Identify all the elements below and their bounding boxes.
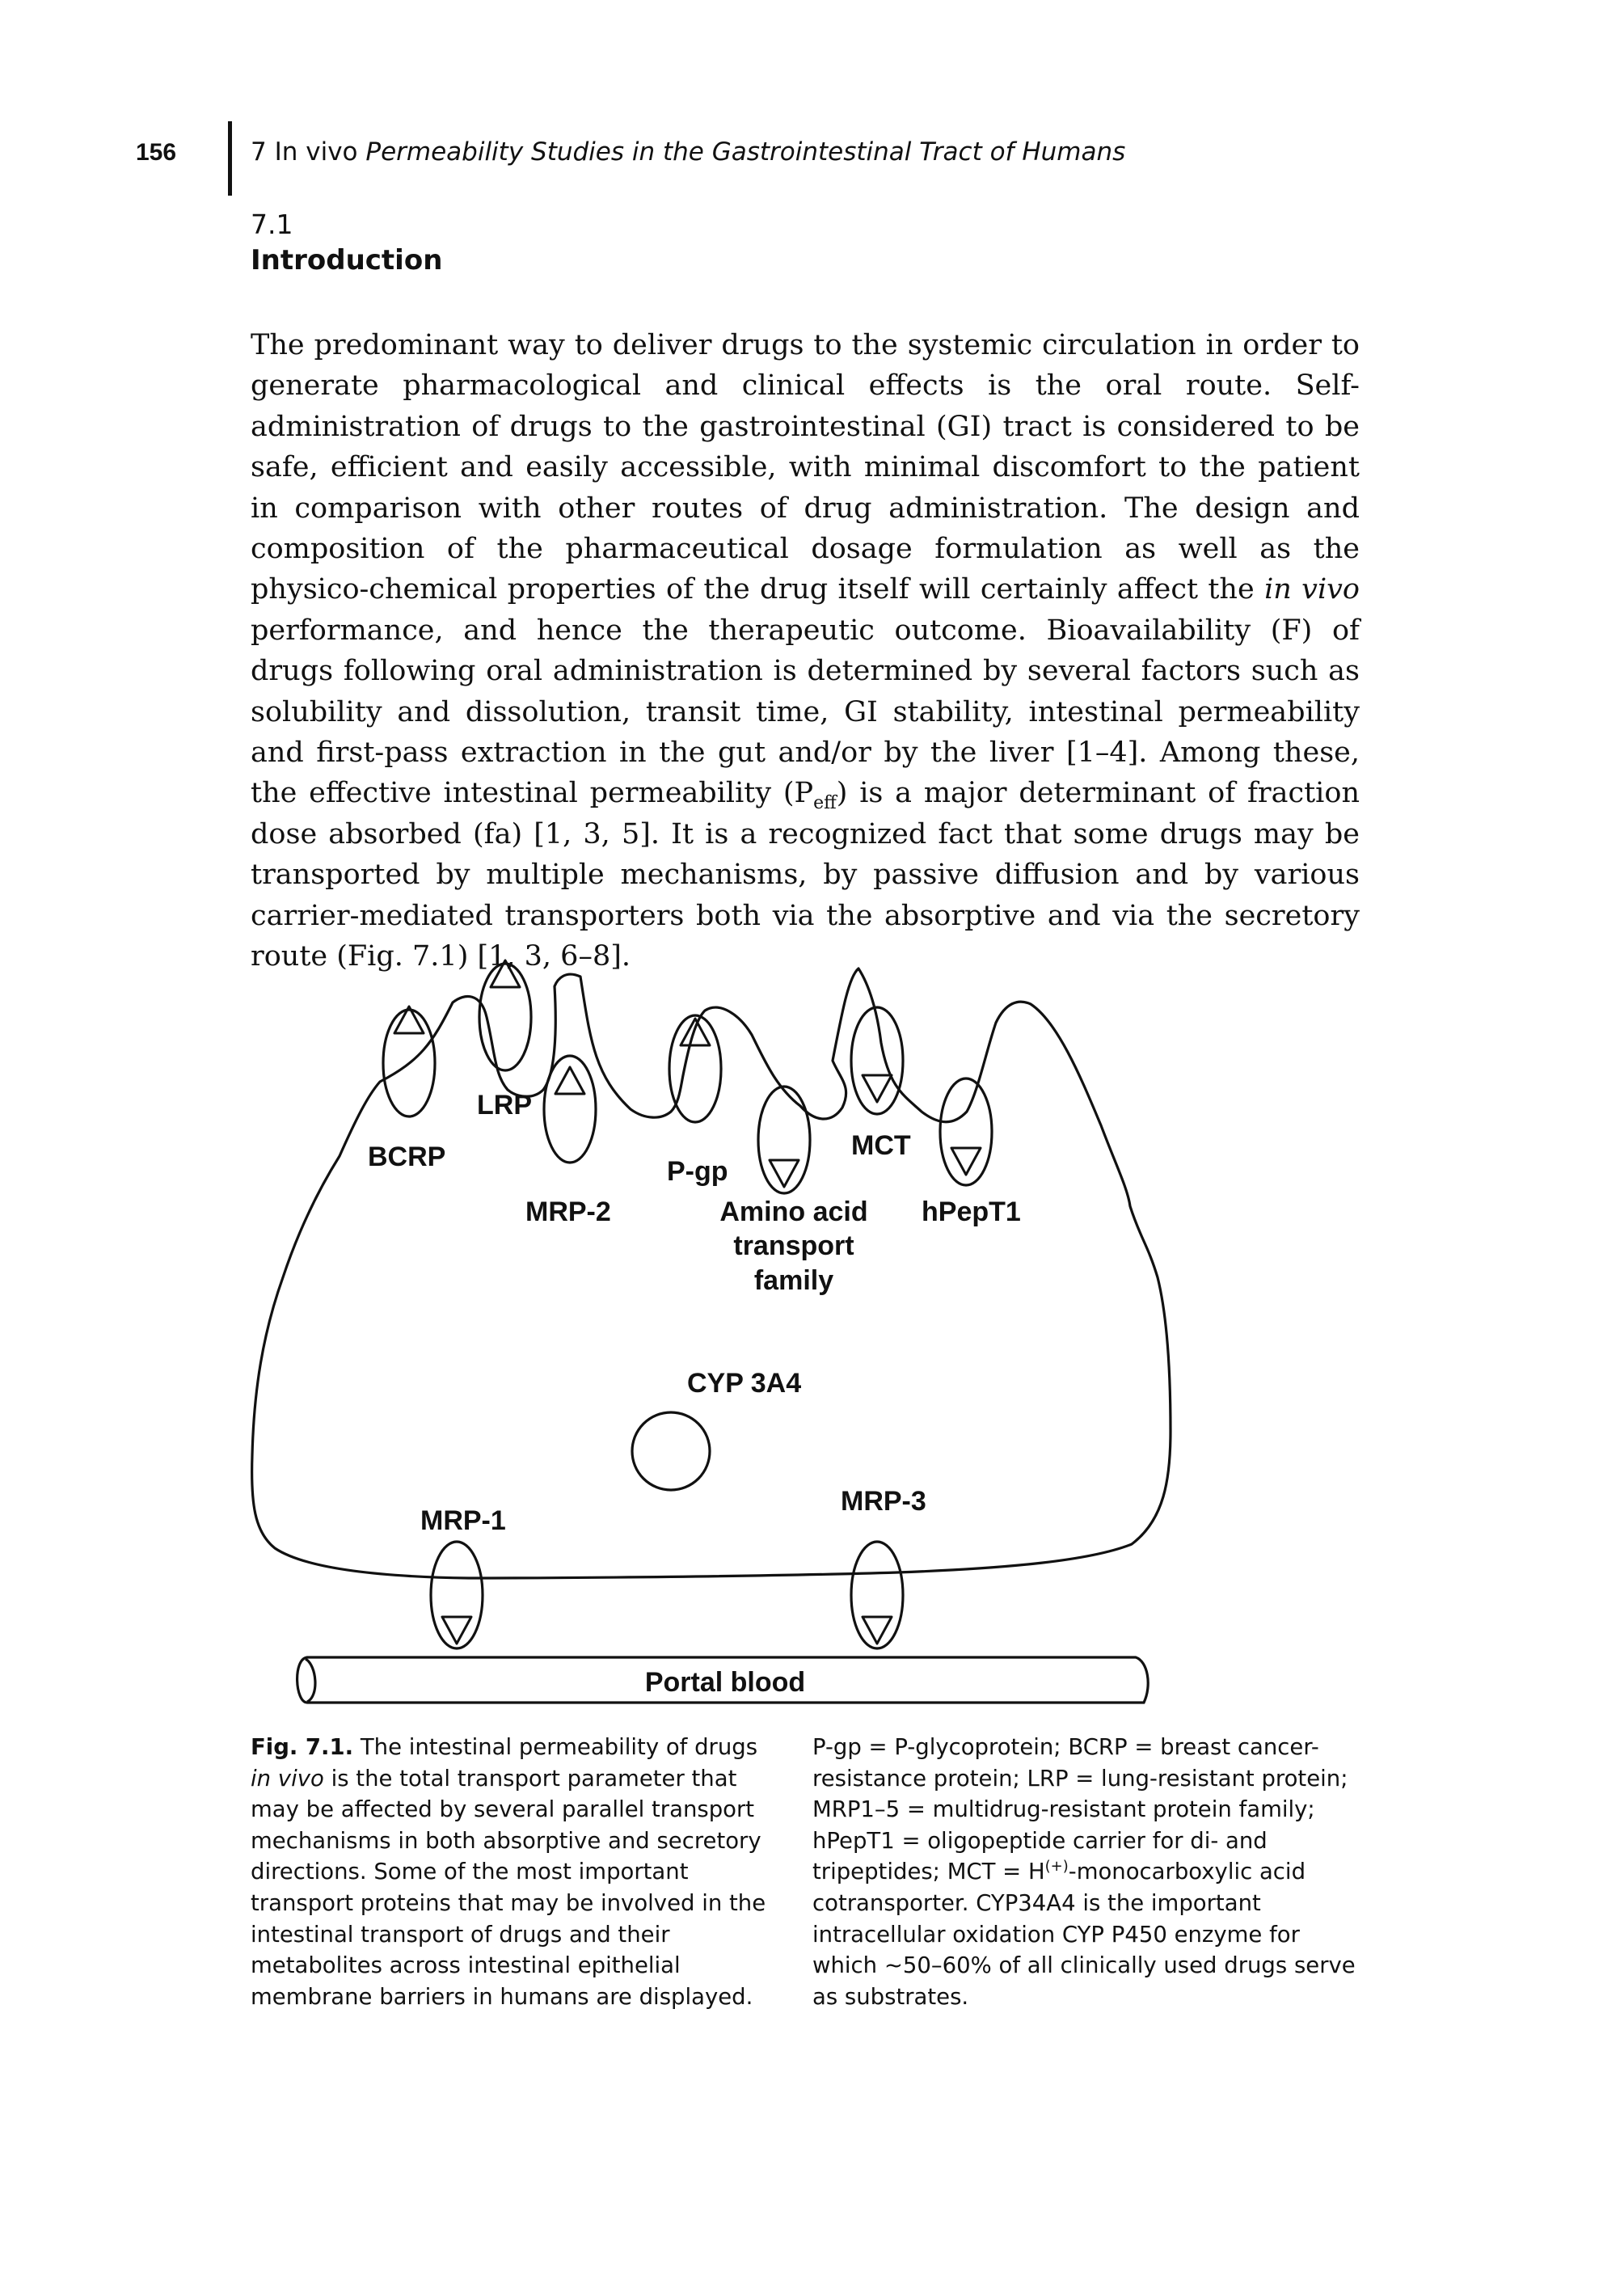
body-italic-in-vivo: in vivo bbox=[1264, 573, 1360, 606]
page-number: 156 bbox=[136, 139, 177, 166]
label-hpept1: hPepT1 bbox=[922, 1197, 1021, 1227]
section-title: Introduction bbox=[251, 244, 443, 276]
transporter-hpept1 bbox=[939, 1077, 993, 1187]
portal-blood-vessel bbox=[296, 1656, 1149, 1704]
caption-right: P-gp = P-glycoprotein; BCRP = breast can… bbox=[812, 1732, 1362, 2012]
label-mrp1: MRP-1 bbox=[420, 1505, 506, 1536]
transporter-pgp bbox=[668, 1014, 723, 1124]
caption-italic-in-vivo: in vivo bbox=[251, 1765, 324, 1792]
label-mct: MCT bbox=[851, 1130, 911, 1161]
transporter-mrp2 bbox=[542, 1054, 597, 1164]
figure-label: Fig. 7.1. bbox=[251, 1734, 354, 1760]
triangle-down-mrp1 bbox=[441, 1615, 473, 1645]
caption-abbrev-2: -monocarboxylic acid cotransporter. CYP3… bbox=[812, 1859, 1356, 2010]
label-lrp: LRP bbox=[477, 1090, 532, 1121]
label-portal-blood: Portal blood bbox=[645, 1667, 805, 1698]
body-subscript-eff: eff bbox=[813, 793, 837, 814]
transporter-amino bbox=[757, 1085, 812, 1195]
running-head: 7 In vivo Permeability Studies in the Ga… bbox=[251, 137, 1125, 167]
chapter-title-prefix: In vivo bbox=[274, 137, 358, 167]
triangle-down-mct bbox=[861, 1074, 893, 1104]
caption-text-2: is the total transport parameter that ma… bbox=[251, 1765, 766, 2010]
caption-left: Fig. 7.1. The intestinal permeability of… bbox=[251, 1732, 784, 2012]
label-bcrp: BCRP bbox=[368, 1142, 445, 1172]
chapter-number: 7 bbox=[251, 137, 267, 167]
body-paragraph: The predominant way to deliver drugs to … bbox=[251, 325, 1360, 977]
transporter-mrp1 bbox=[429, 1540, 484, 1650]
caption-abbrev-1: P-gp = P-glycoprotein; BCRP = breast can… bbox=[812, 1734, 1348, 1885]
triangle-down-hpept1 bbox=[950, 1146, 982, 1176]
label-amino-3: family bbox=[754, 1265, 833, 1296]
label-amino-1: Amino acid bbox=[719, 1197, 867, 1227]
label-pgp: P-gp bbox=[667, 1156, 728, 1187]
triangle-up-pgp bbox=[679, 1017, 711, 1047]
transporter-lrp bbox=[478, 962, 533, 1072]
triangle-down-mrp3 bbox=[861, 1615, 893, 1645]
cell-membrane bbox=[251, 967, 1172, 1580]
caption-text-1: The intestinal permeability of drugs bbox=[360, 1734, 758, 1760]
section-number: 7.1 bbox=[251, 209, 293, 240]
caption-superscript: (+) bbox=[1044, 1858, 1069, 1876]
transporter-mrp3 bbox=[850, 1540, 905, 1650]
label-mrp3: MRP-3 bbox=[841, 1486, 926, 1517]
label-cyp3a4: CYP 3A4 bbox=[687, 1368, 801, 1399]
transporter-mct bbox=[850, 1006, 905, 1116]
header-rule bbox=[228, 121, 232, 196]
body-text-2: performance, and hence the therapeutic o… bbox=[251, 614, 1360, 810]
cyp3a4-circle bbox=[631, 1411, 711, 1492]
triangle-down-amino bbox=[768, 1159, 800, 1188]
chapter-title: Permeability Studies in the Gastrointest… bbox=[365, 137, 1126, 167]
body-text-1: The predominant way to deliver drugs to … bbox=[251, 329, 1360, 606]
triangle-up-mrp2 bbox=[554, 1066, 586, 1095]
label-mrp2: MRP-2 bbox=[525, 1197, 611, 1227]
transporter-bcrp bbox=[382, 1008, 437, 1118]
label-amino-2: transport bbox=[733, 1230, 854, 1261]
triangle-up-bcrp bbox=[393, 1005, 425, 1035]
